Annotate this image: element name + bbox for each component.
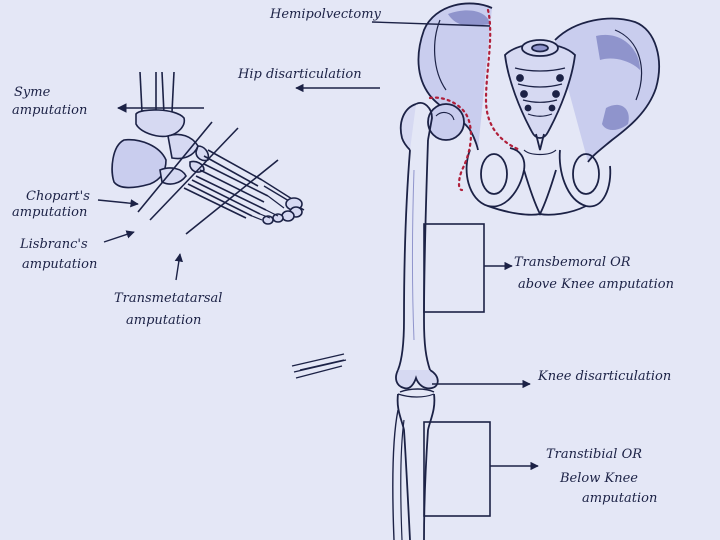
label-lisfranc-1: Lisbranc's — [20, 237, 88, 252]
transfemoral-box — [423, 223, 485, 313]
label-chopart-2: amputation — [12, 205, 88, 220]
transmetatarsal-arrow — [174, 253, 184, 281]
label-hip-disarticulation: Hip disarticulation — [238, 67, 362, 82]
label-transfemoral-2: above Knee amputation — [518, 277, 674, 292]
label-transfemoral-1: Transbemoral OR — [514, 255, 631, 270]
lisfranc-cut-line — [149, 127, 239, 221]
chopart-arrow — [97, 199, 139, 208]
label-arrows — [97, 21, 539, 471]
label-transtibial-2: Below Knee — [560, 471, 638, 486]
label-transtibial-1: Transtibial OR — [546, 447, 643, 462]
pelvis-drawing — [417, 2, 660, 217]
label-chopart-1: Chopart's — [26, 189, 90, 204]
amputation-boxes — [423, 223, 491, 517]
foot-cut-lines — [117, 103, 279, 235]
label-hemipelvectomy: Hemipolvectomy — [270, 7, 381, 22]
label-transmetatarsal-1: Transmetatarsal — [114, 291, 223, 306]
transtibial-box — [423, 421, 491, 517]
label-syme-2: amputation — [12, 103, 88, 118]
label-transmetatarsal-2: amputation — [126, 313, 202, 328]
lisfranc-arrow — [103, 230, 135, 243]
transmetatarsal-cut-line — [185, 159, 279, 235]
label-syme-1: Syme — [14, 85, 51, 100]
chopart-cut-line — [137, 121, 213, 213]
scribble-mark — [291, 353, 347, 379]
leg-bones-drawing — [392, 102, 465, 540]
label-knee-disarticulation: Knee disarticulation — [538, 369, 672, 384]
hemipelvectomy-pointer — [371, 21, 491, 27]
cut-lines-dotted — [428, 8, 522, 192]
label-lisfranc-2: amputation — [22, 257, 98, 272]
label-transtibial-3: amputation — [582, 491, 658, 506]
foot-drawing — [111, 71, 305, 225]
